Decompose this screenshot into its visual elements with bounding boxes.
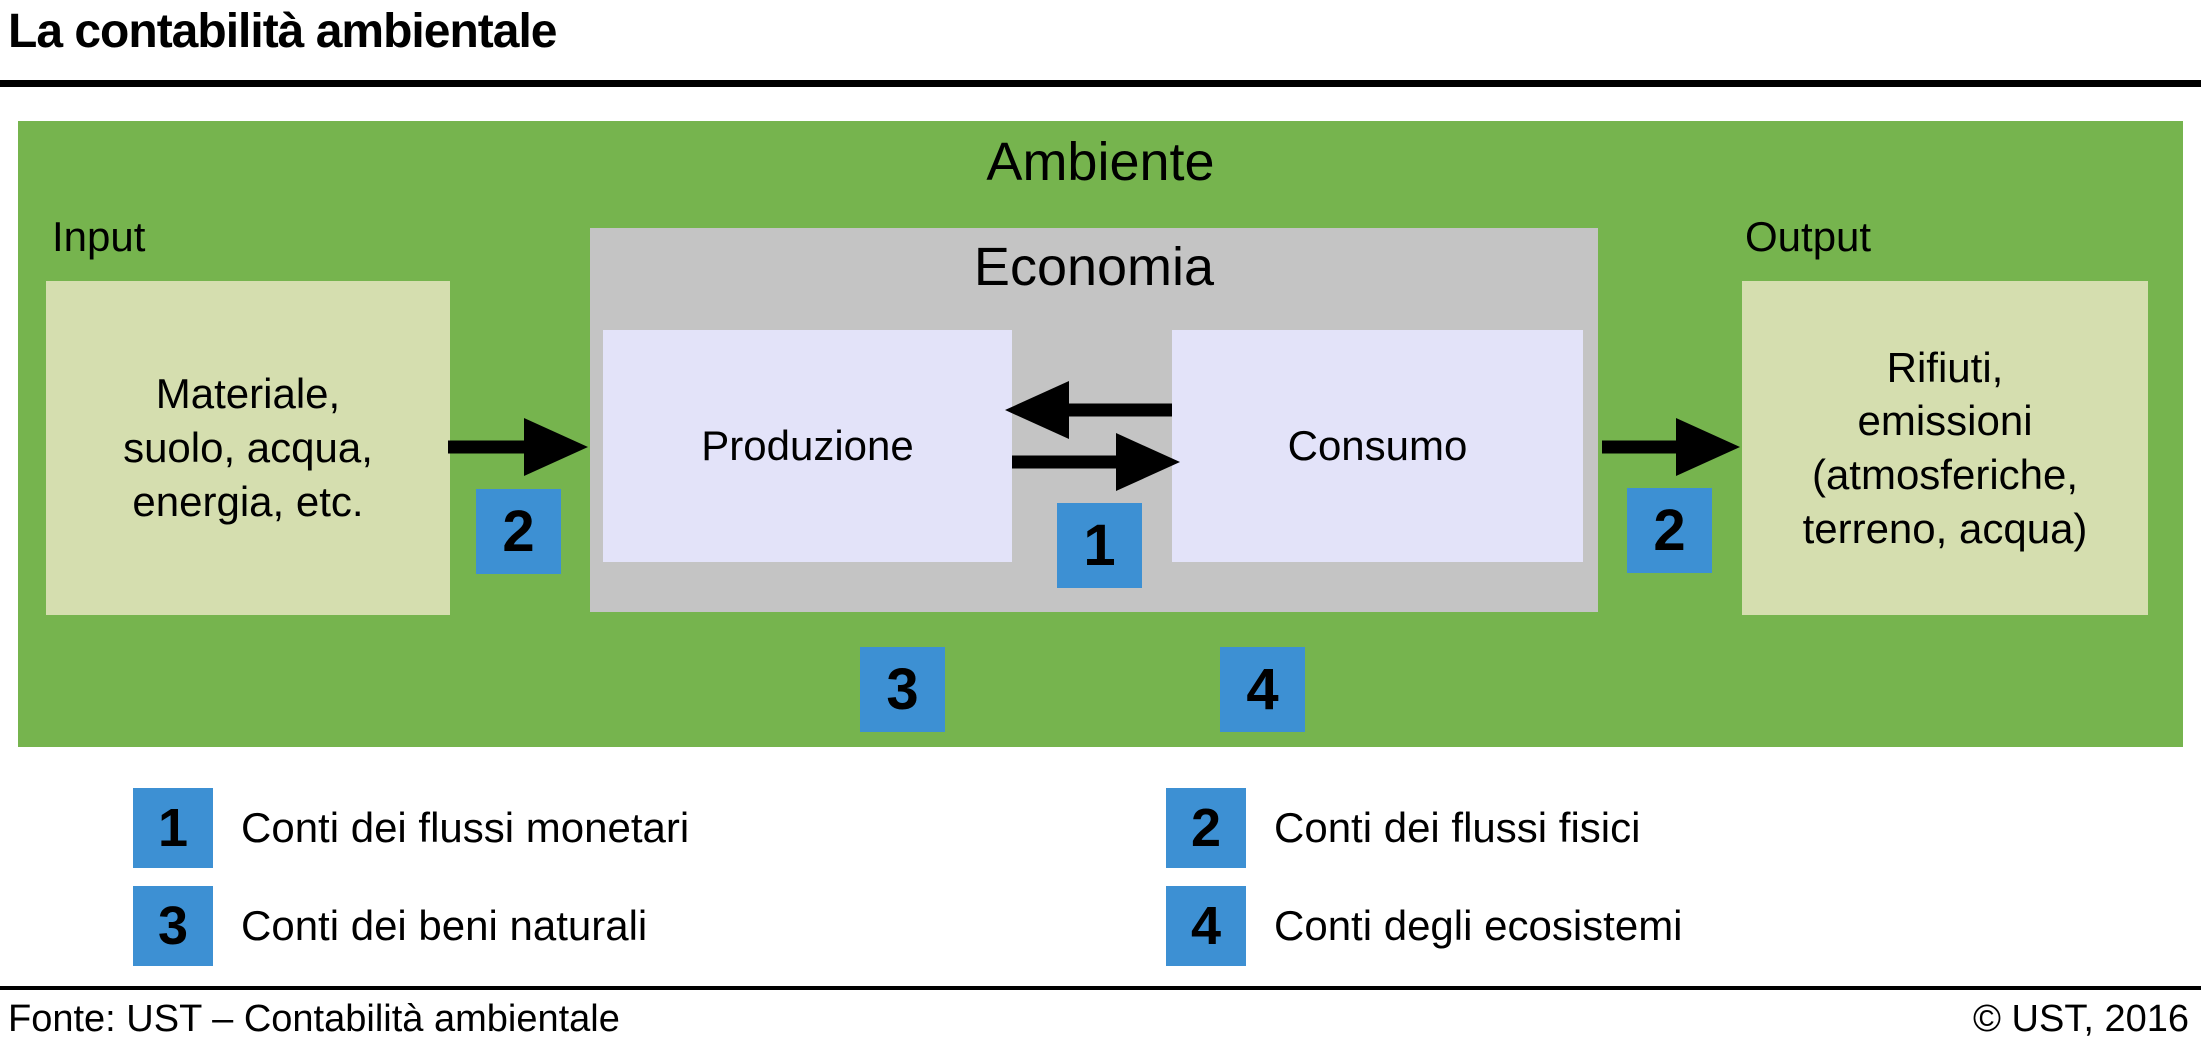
- produzione-to-consumo-arrow: [1012, 433, 1180, 491]
- output-label: Output: [1745, 213, 1872, 260]
- legend-item-ecosystems: 4 Conti degli ecosistemi: [1166, 885, 1683, 966]
- arrow-shaft: [1602, 440, 1680, 454]
- title-divider: [0, 80, 2201, 87]
- footer-divider: [0, 986, 2201, 990]
- copyright-note: © UST, 2016: [1973, 998, 2189, 1040]
- legend-item-natural-assets: 3 Conti dei beni naturali: [133, 885, 647, 966]
- economia-region: Economia Produzione Consumo 1: [590, 228, 1598, 612]
- legend-label: Conti dei flussi fisici: [1274, 803, 1641, 851]
- arrow-head-icon: [1676, 418, 1740, 476]
- legend-item-physical-flows: 2 Conti dei flussi fisici: [1166, 787, 1640, 868]
- consumo-to-produzione-arrow: [1005, 381, 1172, 439]
- badge-4-ecosystems: 4: [1220, 647, 1305, 732]
- consumo-box: Consumo: [1172, 330, 1583, 562]
- legend-badge-1: 1: [133, 787, 213, 868]
- input-box: Materiale, suolo, acqua, energia, etc.: [46, 281, 450, 615]
- arrow-head-icon: [524, 418, 588, 476]
- legend-item-monetary-flows: 1 Conti dei flussi monetari: [133, 787, 689, 868]
- legend-label: Conti dei flussi monetari: [241, 803, 690, 851]
- legend-badge-4: 4: [1166, 885, 1246, 966]
- legend-label: Conti dei beni naturali: [241, 901, 648, 949]
- badge-2-input: 2: [476, 489, 561, 574]
- arrow-head-icon: [1005, 381, 1069, 439]
- output-box: Rifiuti, emissioni (atmosferiche, terren…: [1742, 281, 2148, 615]
- badge-1-monetary-flows: 1: [1057, 503, 1142, 588]
- input-label: Input: [52, 213, 146, 260]
- page-title: La contabilità ambientale: [8, 5, 557, 58]
- badge-2-output: 2: [1627, 488, 1712, 573]
- arrow-shaft: [1065, 403, 1172, 417]
- legend-label: Conti degli ecosistemi: [1274, 901, 1683, 949]
- ambiente-label: Ambiente: [986, 132, 1215, 192]
- produzione-box: Produzione: [603, 330, 1012, 562]
- arrow-shaft: [448, 440, 528, 454]
- arrow-head-icon: [1116, 433, 1180, 491]
- badge-3-natural-assets: 3: [860, 647, 945, 732]
- arrow-shaft: [1012, 455, 1120, 469]
- input-arrow: [448, 418, 588, 476]
- legend-badge-3: 3: [133, 885, 213, 966]
- ambiente-region: Ambiente Input Materiale, suolo, acqua, …: [18, 121, 2183, 747]
- source-note: Fonte: UST – Contabilità ambientale: [8, 998, 620, 1040]
- output-arrow: [1602, 418, 1740, 476]
- economia-label: Economia: [973, 237, 1215, 297]
- legend-badge-2: 2: [1166, 787, 1246, 868]
